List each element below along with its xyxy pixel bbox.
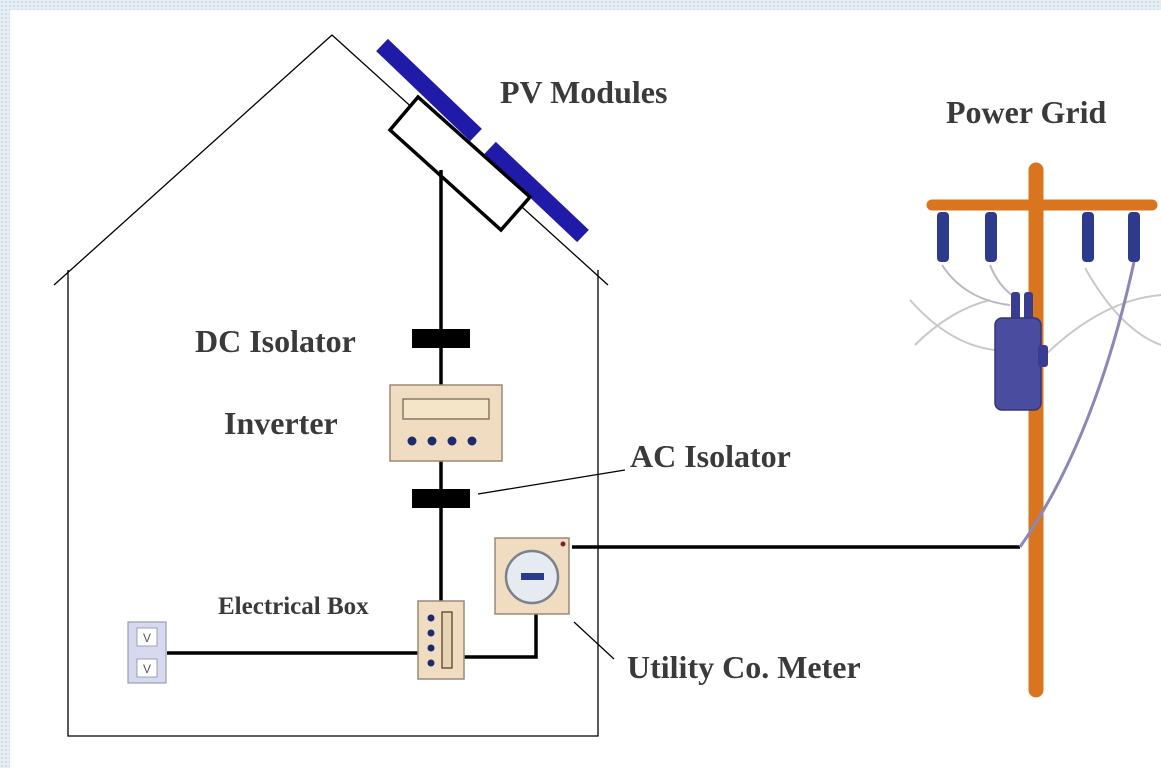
- insulator: [985, 212, 997, 262]
- ac-isolator-pointer: [477, 469, 626, 495]
- outlet-socket: [136, 627, 158, 647]
- inverter-button: [407, 436, 417, 446]
- insulator: [1082, 212, 1094, 262]
- transformer-bushing: [1011, 292, 1020, 322]
- utility-meter-label: Utility Co. Meter: [627, 649, 861, 685]
- meter-pointer: [573, 621, 615, 660]
- outlet-socket: [136, 658, 158, 678]
- house-walls: [67, 270, 599, 737]
- outlet-bottom-label: V: [143, 662, 151, 676]
- power-grid-label: Power Grid: [946, 94, 1106, 130]
- transformer-bushing: [1024, 292, 1033, 322]
- dc-isolator: [412, 329, 470, 348]
- ac-isolator-label: AC Isolator: [630, 438, 791, 474]
- pv-panel-2: [484, 141, 589, 243]
- electrical-box-label: Electrical Box: [218, 593, 369, 620]
- utility-meter: [494, 537, 570, 615]
- inverter-button: [447, 436, 457, 446]
- grid-wire-faint: [914, 299, 991, 346]
- breaker: [427, 644, 435, 652]
- inverter-display: [402, 398, 490, 420]
- transformer: [994, 292, 1048, 411]
- box-to-meter-wire: [462, 614, 538, 659]
- breaker: [427, 614, 435, 622]
- electrical-box-body: [417, 600, 465, 680]
- meter-indicator: [560, 541, 566, 547]
- pv-panel-1: [376, 38, 482, 142]
- grid-wire-faint: [909, 299, 996, 351]
- breaker: [427, 629, 435, 637]
- diagram-canvas: V V PV Modules Power Grid DC Isolator In…: [10, 10, 1161, 768]
- pv-grid-tie-diagram: V V PV Modules Power Grid DC Isolator In…: [53, 34, 1161, 737]
- roof-line: [53, 34, 609, 286]
- pv-modules: [376, 38, 589, 243]
- grid-wire: [941, 264, 1011, 306]
- wall-outlet: V V: [127, 621, 167, 684]
- pv-modules-label: PV Modules: [500, 74, 667, 110]
- inverter-button: [427, 436, 437, 446]
- transformer-bracket: [1038, 345, 1048, 367]
- breaker-bus: [441, 611, 453, 669]
- power-grid: [909, 162, 1161, 698]
- inverter-button: [467, 436, 477, 446]
- insulator: [937, 212, 949, 262]
- pv-mounting-frame: [387, 94, 533, 233]
- breaker: [427, 659, 435, 667]
- inverter-body: [389, 384, 503, 462]
- insulator: [1128, 212, 1140, 262]
- grid-wire-faint: [1039, 294, 1161, 361]
- ac-isolator: [412, 489, 470, 508]
- dc-isolator-label: DC Isolator: [195, 323, 356, 359]
- outlet-top-label: V: [143, 631, 151, 645]
- inverter: [389, 384, 503, 462]
- electrical-box: [417, 600, 465, 680]
- inverter-label: Inverter: [224, 405, 338, 441]
- meter-reading: [521, 573, 544, 580]
- transformer-body: [994, 317, 1042, 411]
- service-drop-wire: [1018, 261, 1136, 548]
